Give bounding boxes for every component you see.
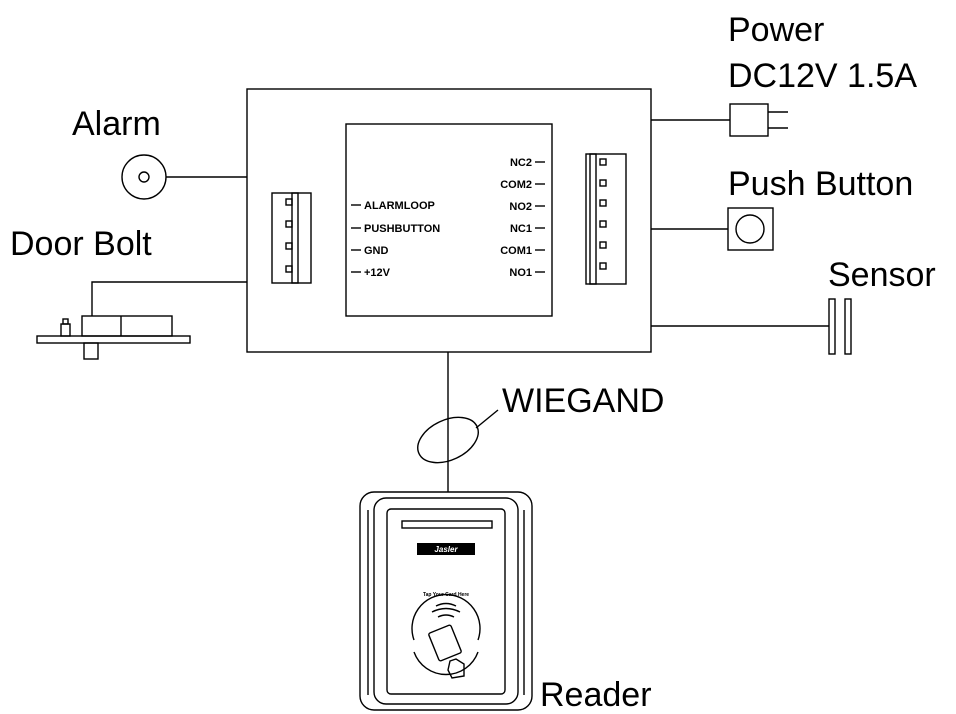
sensor-label: Sensor — [828, 256, 936, 294]
right-terminal-labels: NC2 COM2 NO2 NC1 COM1 NO1 — [500, 157, 545, 279]
terminal-label: +12V — [364, 267, 391, 279]
sensor-icon — [828, 298, 852, 355]
left-terminal-labels: ALARMLOOP PUSHBUTTON GND +12V — [351, 200, 440, 279]
reader-brand-badge — [417, 543, 475, 555]
terminal-label: COM2 — [500, 179, 532, 191]
door-bolt-wire — [91, 281, 247, 316]
power-label: Power — [728, 11, 824, 49]
alarm-label: Alarm — [72, 105, 161, 143]
power-plug-icon — [729, 103, 788, 137]
terminal-label: GND — [364, 245, 389, 257]
reader-brand: Jasler — [434, 545, 458, 554]
terminal-label: COM1 — [500, 245, 532, 257]
terminal-label: ALARMLOOP — [364, 200, 435, 212]
terminal-label: PUSHBUTTON — [364, 223, 440, 235]
push-button-label: Push Button — [728, 165, 913, 203]
door-bolt-icon — [36, 315, 191, 360]
push-button-icon — [727, 207, 774, 251]
terminal-label: NC1 — [510, 223, 532, 235]
power-spec-label: DC12V 1.5A — [728, 57, 917, 95]
terminal-label: NO2 — [509, 201, 532, 213]
wiegand-leader-line — [475, 409, 499, 429]
reader-label: Reader — [540, 676, 652, 714]
left-terminal-block — [271, 192, 312, 284]
terminal-label: NO1 — [509, 267, 532, 279]
alarm-icon — [121, 154, 167, 200]
card-reader-icon: Jasler Tap Your Card Here — [359, 491, 533, 711]
wiegand-label: WIEGAND — [502, 382, 664, 420]
terminal-label-panel — [345, 123, 553, 317]
terminal-label: NC2 — [510, 157, 532, 169]
right-terminal-block — [585, 153, 627, 285]
door-bolt-label: Door Bolt — [10, 225, 152, 263]
controller-box — [246, 88, 652, 353]
